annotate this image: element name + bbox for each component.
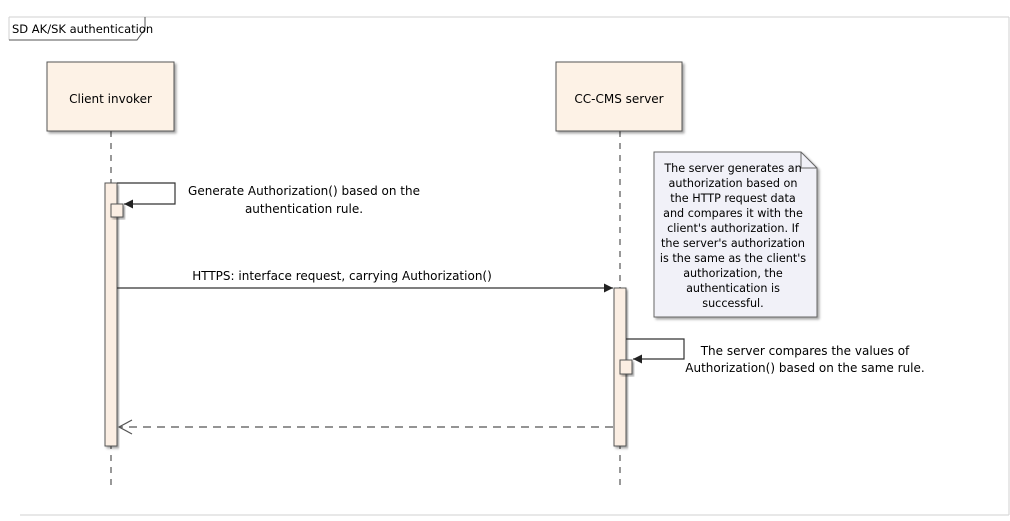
self-message-generate-label: Generate Authorization() based on the	[188, 184, 420, 198]
self-message-server-compare-line	[626, 338, 685, 364]
server-note-line: the server's authorization	[661, 237, 805, 250]
self-message-server-compare-label: The server compares the values of	[700, 344, 910, 358]
server-note-shape	[653, 151, 818, 318]
server-note-fold	[800, 152, 817, 169]
server-note-line: the HTTP request data	[670, 192, 795, 205]
server-note-line: successful.	[702, 297, 763, 310]
message-https-request-label: HTTPS: interface request, carrying Autho…	[192, 269, 492, 283]
self-message-generate-line	[117, 182, 176, 209]
self-message-server-compare-label-line2: Authorization() based on the same rule.	[685, 361, 924, 375]
server-note-text: The server generates an authorization bas…	[660, 162, 806, 310]
self-message-generate-label-line2: authentication rule.	[245, 202, 363, 216]
frame-title: SD AK/SK authentication	[12, 22, 153, 36]
server-note-line: authentication is	[686, 282, 780, 295]
server-note-line: client's authorization. If	[667, 222, 800, 235]
diagram-frame: SD AK/SK authentication	[8, 16, 1010, 516]
self-message-generate-authorization: Generate Authorization() based on the au…	[110, 182, 420, 218]
message-response	[117, 419, 613, 435]
participant-server-box	[555, 61, 683, 132]
server-note-line: authorization, the	[683, 267, 783, 280]
participant-client-label: Client invoker	[69, 92, 152, 106]
participant-server-label: CC-CMS server	[574, 92, 663, 106]
message-https-request: HTTPS: interface request, carrying Autho…	[117, 269, 613, 293]
client-activation-bar	[104, 182, 118, 447]
client-nested-activation	[110, 203, 124, 218]
server-note-line: and compares it with the	[663, 207, 803, 220]
participant-client: Client invoker	[46, 61, 175, 132]
participant-server: CC-CMS server	[555, 61, 683, 132]
server-note-line: is the same as the client's	[660, 252, 806, 265]
server-nested-activation	[619, 359, 633, 375]
frame-title-tab	[9, 17, 146, 41]
message-response-arrowhead	[117, 419, 133, 435]
server-note-line: authorization based on	[669, 177, 798, 190]
self-message-server-compare: The server compares the values of Author…	[619, 338, 925, 375]
participant-client-box	[46, 61, 175, 132]
server-note: The server generates an authorization bas…	[653, 151, 818, 318]
server-note-line: The server generates an	[663, 162, 801, 175]
